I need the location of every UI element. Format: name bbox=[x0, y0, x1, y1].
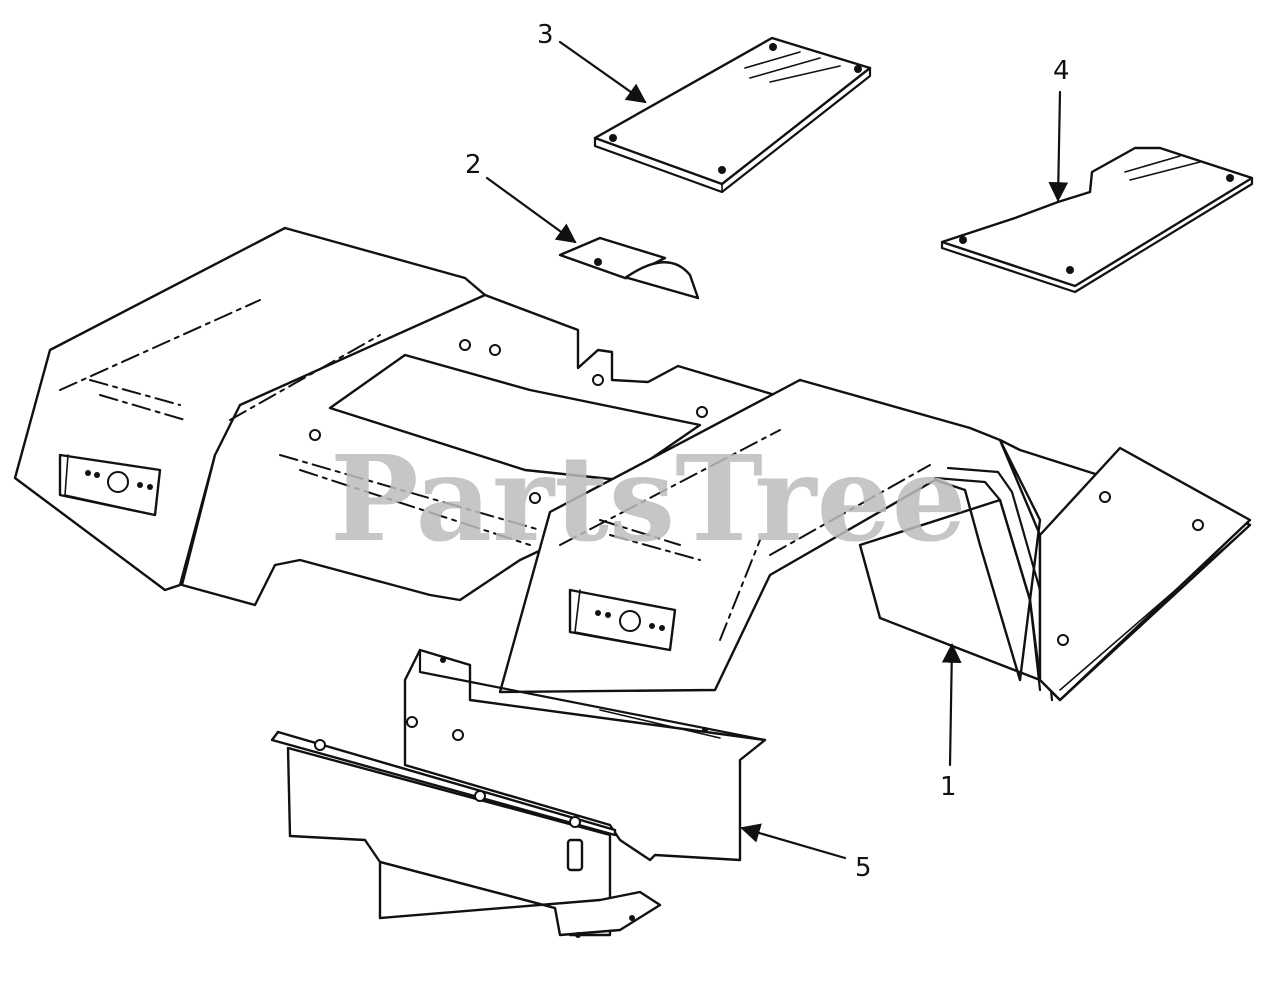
callout-leaders bbox=[485, 40, 1069, 860]
part-2-bracket bbox=[558, 236, 700, 300]
callout-5-label: 5 bbox=[855, 853, 872, 883]
callout-1-label: 1 bbox=[940, 772, 957, 802]
callout-5-leader bbox=[740, 823, 847, 860]
callout-2-leader bbox=[485, 176, 577, 244]
callout-3-leader bbox=[558, 40, 647, 104]
callout-4-leader bbox=[1048, 90, 1069, 202]
part-4-decal-plate bbox=[940, 146, 1254, 294]
part-5-bracket-assembly bbox=[270, 648, 767, 938]
part-1-fender bbox=[13, 226, 1252, 702]
part-3-decal-plate bbox=[593, 36, 872, 194]
callout-1-leader bbox=[941, 643, 962, 767]
callout-3-label: 3 bbox=[537, 20, 554, 50]
watermark-text: PartsTree bbox=[330, 429, 967, 568]
callout-2-label: 2 bbox=[465, 150, 482, 180]
callout-4-label: 4 bbox=[1053, 56, 1070, 86]
